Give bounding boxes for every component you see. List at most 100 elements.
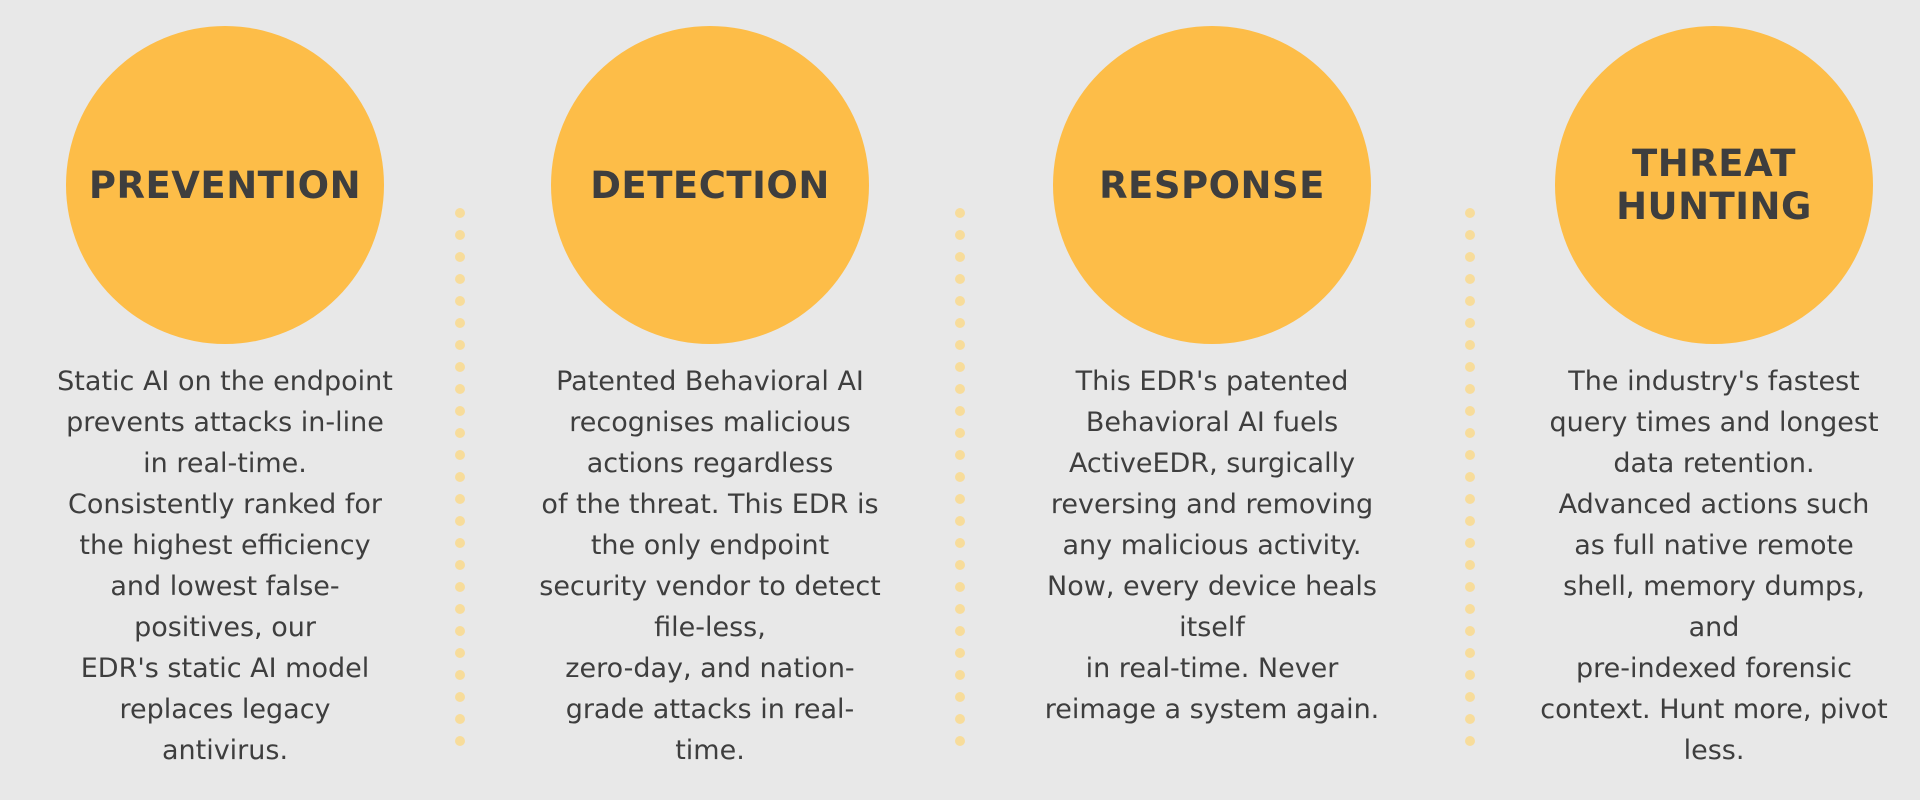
- description-line: query times and longest: [1549, 407, 1879, 438]
- description-line: in real-time.: [143, 448, 307, 479]
- divider-dot: [455, 670, 465, 680]
- prevention-title-line: PREVENTION: [88, 163, 362, 207]
- divider-dot: [455, 516, 465, 526]
- divider-dot: [1465, 494, 1475, 504]
- column-threat-hunting: THREAT HUNTING The industry's fastest qu…: [1514, 0, 1914, 800]
- description-line: Behavioral AI fuels: [1085, 407, 1339, 438]
- divider-dot: [955, 670, 965, 680]
- divider-dot: [955, 494, 965, 504]
- divider-dot: [455, 406, 465, 416]
- description-line: ActiveEDR, surgically: [1068, 448, 1356, 479]
- threat-hunting-description: The industry's fastest query times and l…: [1514, 361, 1914, 771]
- divider-dot: [455, 538, 465, 548]
- prevention-title: PREVENTION: [89, 164, 361, 207]
- divider-dot: [1465, 230, 1475, 240]
- divider-dot: [455, 318, 465, 328]
- divider-dot: [1465, 472, 1475, 482]
- description-line: time.: [675, 735, 745, 766]
- divider-dot: [455, 714, 465, 724]
- description-line: zero-day, and nation-: [565, 653, 855, 684]
- description-line: and lowest false-: [110, 571, 340, 602]
- divider-dot: [1465, 560, 1475, 570]
- divider-dot: [955, 450, 965, 460]
- divider-dot: [955, 406, 965, 416]
- divider-dot: [955, 736, 965, 746]
- divider-dot: [955, 362, 965, 372]
- description-line: less.: [1683, 735, 1745, 766]
- prevention-description: Static AI on the endpoint prevents attac…: [25, 361, 425, 771]
- divider-dot: [955, 230, 965, 240]
- divider-dot: [455, 274, 465, 284]
- description-line: grade attacks in real-: [565, 694, 855, 725]
- divider-dot: [955, 274, 965, 284]
- description-line: file-less,: [654, 612, 766, 643]
- divider-dot: [955, 208, 965, 218]
- description-line: reversing and removing: [1050, 489, 1374, 520]
- description-line: Advanced actions such: [1558, 489, 1870, 520]
- description-line: Patented Behavioral AI: [556, 366, 864, 397]
- divider-dot: [455, 736, 465, 746]
- divider-dot: [1465, 208, 1475, 218]
- description-line: actions regardless: [586, 448, 834, 479]
- divider-dot: [1465, 318, 1475, 328]
- detection-title-line: DETECTION: [590, 163, 830, 207]
- divider-dot: [955, 538, 965, 548]
- description-line: as full native remote: [1574, 530, 1854, 561]
- prevention-circle: PREVENTION: [66, 26, 384, 344]
- divider-dot: [455, 692, 465, 702]
- detection-title: DETECTION: [590, 164, 830, 207]
- divider-dot: [955, 560, 965, 570]
- description-line: shell, memory dumps,: [1563, 571, 1865, 602]
- divider-dot: [1465, 362, 1475, 372]
- threat-hunting-title-line: HUNTING: [1616, 185, 1812, 228]
- description-line: and: [1688, 612, 1740, 643]
- description-line: of the threat. This EDR is: [541, 489, 879, 520]
- detection-circle: DETECTION: [551, 26, 869, 344]
- dotted-divider: [455, 208, 465, 758]
- description-line: any malicious activity.: [1062, 530, 1362, 561]
- divider-dot: [455, 472, 465, 482]
- divider-dot: [1465, 428, 1475, 438]
- description-line: itself: [1179, 612, 1245, 643]
- threat-hunting-title-line: THREAT: [1632, 142, 1796, 185]
- divider-dot: [1465, 714, 1475, 724]
- divider-dot: [455, 230, 465, 240]
- divider-dot: [1465, 340, 1475, 350]
- description-line: positives, our: [134, 612, 316, 643]
- column-prevention: PREVENTION Static AI on the endpoint pre…: [25, 0, 425, 800]
- divider-dot: [1465, 274, 1475, 284]
- divider-dot: [1465, 626, 1475, 636]
- column-response: RESPONSE This EDR's patented Behavioral …: [1012, 0, 1412, 800]
- dotted-divider: [1465, 208, 1475, 758]
- response-description: This EDR's patented Behavioral AI fuels …: [1012, 361, 1412, 730]
- description-line: recognises malicious: [569, 407, 851, 438]
- divider-dot: [1465, 406, 1475, 416]
- divider-dot: [1465, 736, 1475, 746]
- divider-dot: [1465, 670, 1475, 680]
- divider-dot: [1465, 538, 1475, 548]
- divider-dot: [455, 494, 465, 504]
- divider-dot: [455, 560, 465, 570]
- description-line: replaces legacy: [119, 694, 331, 725]
- divider-dot: [1465, 582, 1475, 592]
- divider-dot: [1465, 516, 1475, 526]
- response-title-line: RESPONSE: [1099, 163, 1325, 207]
- divider-dot: [955, 318, 965, 328]
- divider-dot: [1465, 692, 1475, 702]
- column-detection: DETECTION Patented Behavioral AI recogni…: [510, 0, 910, 800]
- divider-dot: [955, 648, 965, 658]
- divider-dot: [455, 296, 465, 306]
- divider-dot: [455, 450, 465, 460]
- description-line: This EDR's patented: [1075, 366, 1349, 397]
- divider-dot: [455, 648, 465, 658]
- divider-dot: [455, 582, 465, 592]
- description-line: security vendor to detect: [539, 571, 881, 602]
- divider-dot: [955, 252, 965, 262]
- description-line: the highest efficiency: [79, 530, 371, 561]
- response-circle: RESPONSE: [1053, 26, 1371, 344]
- divider-dot: [955, 516, 965, 526]
- detection-description: Patented Behavioral AI recognises malici…: [510, 361, 910, 771]
- divider-dot: [455, 340, 465, 350]
- divider-dot: [1465, 450, 1475, 460]
- divider-dot: [955, 604, 965, 614]
